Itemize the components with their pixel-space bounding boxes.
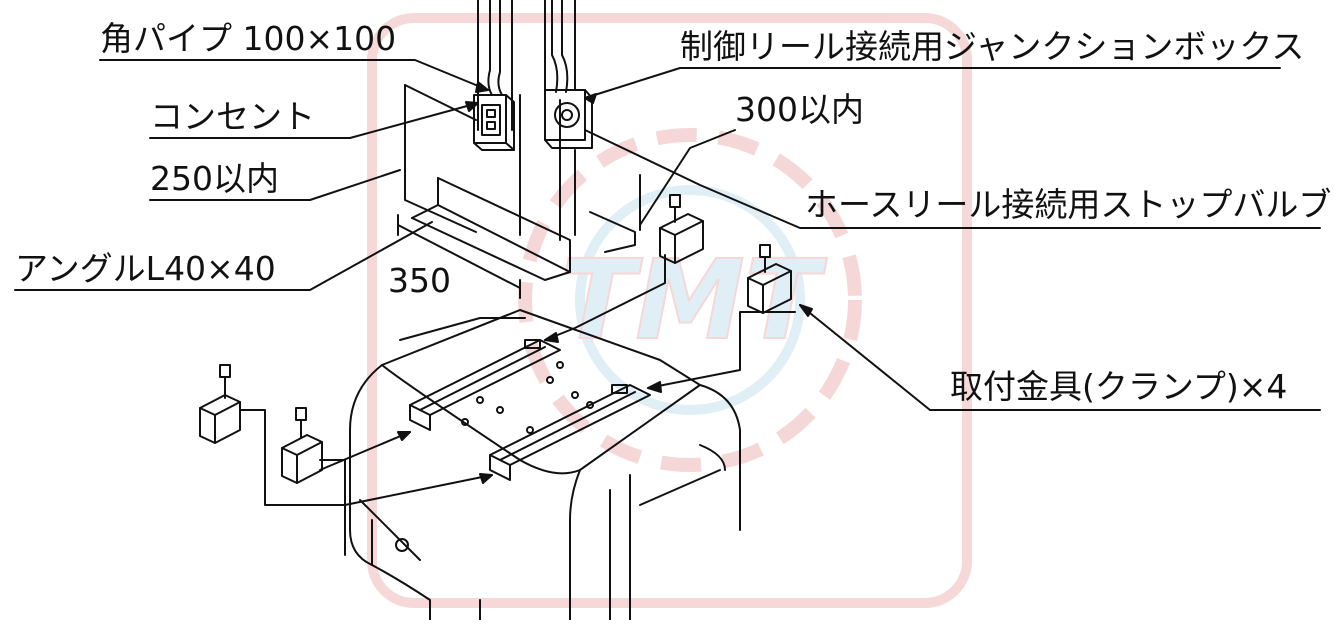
label-within-300: 300以内 [735,90,864,129]
outlet-box [473,94,515,151]
label-within-250: 250以内 [150,159,279,198]
clamp-4 [747,244,792,314]
label-clamp: 取付金具(クランプ)×4 [950,367,1288,406]
clamp-1 [199,364,241,444]
square-pipe [404,0,641,241]
label-hose-reel-valve: ホースリール接続用ストップバルブ [805,185,1332,224]
label-control-reel-box: 制御リール接続用ジャンクションボックス [680,27,1305,66]
label-square-pipe: 角パイプ 100×100 [100,19,397,58]
watermark: TMT [367,13,972,608]
clamp-3 [659,194,704,264]
clamp-2 [281,407,323,484]
watermark-text: TMT [560,236,827,364]
label-dim-350: 350 [388,261,451,300]
leader-lines [14,59,1321,556]
angle-bar [411,177,636,281]
label-angle: アングルL40×40 [15,249,276,288]
junction-box [544,89,593,149]
mounting-rails [409,339,651,481]
arrowheads [397,81,813,484]
dimension-350 [397,214,521,299]
label-outlet: コンセント [150,97,315,136]
conduits [487,0,569,96]
